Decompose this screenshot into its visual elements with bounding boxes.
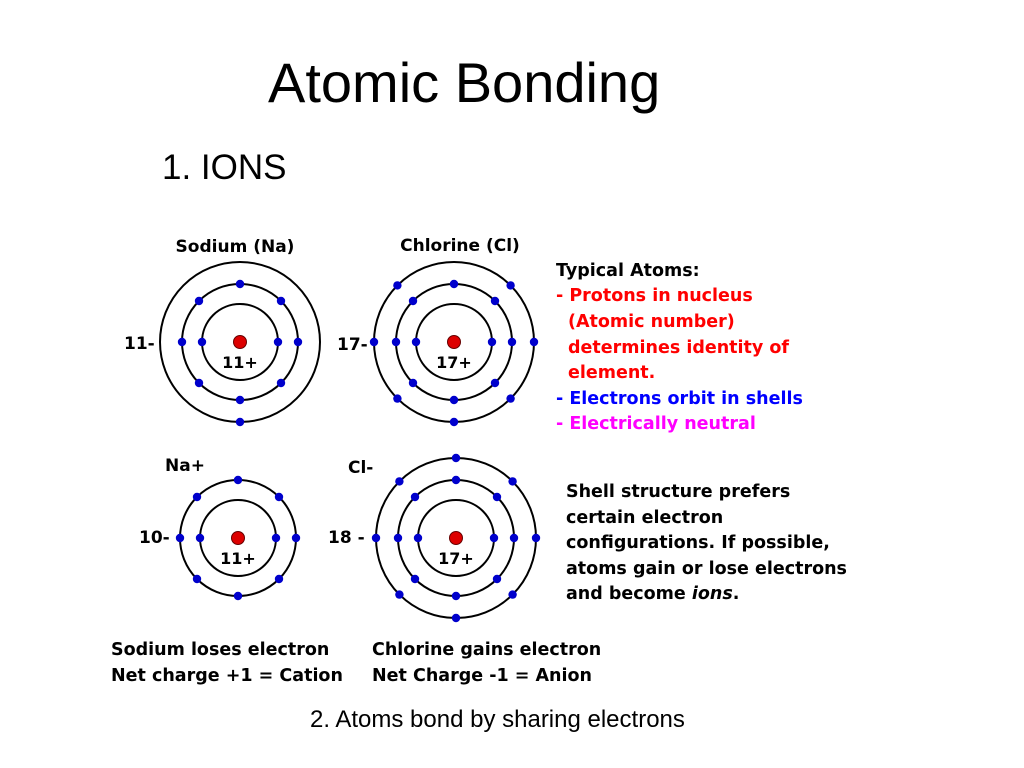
atom-name-na: Sodium (Na) xyxy=(176,237,295,257)
electron xyxy=(291,533,301,543)
electron xyxy=(408,296,418,306)
electron xyxy=(274,574,284,584)
typical-protons-line-3: determines identity of xyxy=(568,338,789,358)
nucleus xyxy=(447,335,461,349)
electron-count-cl-ion: 18 - xyxy=(328,528,365,548)
typical-atoms-heading: Typical Atoms: xyxy=(556,261,700,281)
electron xyxy=(506,394,515,403)
electron xyxy=(509,533,519,543)
electron xyxy=(507,337,517,347)
shell-note-line-2: certain electron xyxy=(566,508,723,528)
electron xyxy=(489,533,499,543)
shell-note-line-3: configurations. If possible, xyxy=(566,533,830,553)
electron xyxy=(233,591,243,601)
electron xyxy=(235,279,245,289)
typical-electrons-line: - Electrons orbit in shells xyxy=(556,389,803,409)
typical-protons-line-2: (Atomic number) xyxy=(568,312,735,332)
electron xyxy=(194,378,204,388)
electron-count-cl: 17- xyxy=(337,335,368,355)
electron-count-na-ion: 10- xyxy=(139,528,170,548)
caption-sodium-line-1: Sodium loses electron xyxy=(111,640,329,660)
typical-protons-line-1: - Protons in nucleus xyxy=(556,286,753,306)
electron xyxy=(371,533,381,543)
shell-note-line-5: and become ions. xyxy=(566,584,739,604)
atom-name-cl-ion: Cl- xyxy=(348,458,373,478)
shell-note-prefix: and become xyxy=(566,584,692,604)
typical-neutral-line: - Electrically neutral xyxy=(556,414,756,434)
electron xyxy=(274,492,284,502)
electron xyxy=(194,296,204,306)
electron xyxy=(508,477,517,486)
electron xyxy=(197,337,207,347)
electron xyxy=(506,281,515,290)
electron xyxy=(175,533,185,543)
shell-note-line-1: Shell structure prefers xyxy=(566,482,790,502)
electron xyxy=(408,378,418,388)
electron xyxy=(490,378,500,388)
electron xyxy=(508,590,517,599)
electron xyxy=(410,492,420,502)
electron xyxy=(492,574,502,584)
caption-chlorine-line-2: Net Charge -1 = Anion xyxy=(372,666,592,686)
shell-note-suffix: . xyxy=(733,584,740,604)
electron xyxy=(271,533,281,543)
atom-sodium: 11+ xyxy=(159,261,321,427)
electron xyxy=(410,574,420,584)
electron xyxy=(449,279,459,289)
nucleus xyxy=(231,531,245,545)
nucleus-charge-label: 17+ xyxy=(436,353,472,372)
atom-chloride-ion: 17+ xyxy=(371,453,541,623)
nucleus xyxy=(449,531,463,545)
electron xyxy=(395,590,404,599)
electron xyxy=(395,477,404,486)
electron xyxy=(413,533,423,543)
electron xyxy=(192,574,202,584)
electron xyxy=(451,591,461,601)
electron xyxy=(276,296,286,306)
electron xyxy=(451,613,461,623)
electron xyxy=(529,337,539,347)
electron xyxy=(451,475,461,485)
nucleus-charge-label: 11+ xyxy=(220,549,256,568)
electron xyxy=(411,337,421,347)
caption-chlorine-line-1: Chlorine gains electron xyxy=(372,640,601,660)
atom-chlorine: 17+ xyxy=(369,261,539,427)
electron xyxy=(293,337,303,347)
atom-name-cl: Chlorine (Cl) xyxy=(400,236,520,256)
electron xyxy=(235,395,245,405)
shell-note-line-4: atoms gain or lose electrons xyxy=(566,559,847,579)
electron xyxy=(369,337,379,347)
electron xyxy=(235,417,245,427)
electron xyxy=(487,337,497,347)
electron xyxy=(177,337,187,347)
shell-note-ions: ions xyxy=(692,584,733,604)
nucleus-charge-label: 11+ xyxy=(222,353,258,372)
nucleus-charge-label: 17+ xyxy=(438,549,474,568)
slide-title: Atomic Bonding xyxy=(268,51,661,114)
electron xyxy=(273,337,283,347)
electron xyxy=(490,296,500,306)
electron xyxy=(492,492,502,502)
electron xyxy=(195,533,205,543)
atom-sodium-ion: 11+ xyxy=(175,475,301,601)
section-sharing-heading: 2. Atoms bond by sharing electrons xyxy=(310,706,685,733)
electron xyxy=(449,417,459,427)
caption-sodium-line-2: Net charge +1 = Cation xyxy=(111,666,343,686)
section-ions-heading: 1. IONS xyxy=(162,148,287,187)
electron xyxy=(276,378,286,388)
electron xyxy=(451,453,461,463)
electron xyxy=(391,337,401,347)
electron xyxy=(393,533,403,543)
electron xyxy=(233,475,243,485)
electron xyxy=(393,281,402,290)
electron xyxy=(393,394,402,403)
electron xyxy=(449,395,459,405)
nucleus xyxy=(233,335,247,349)
atom-name-na-ion: Na+ xyxy=(165,456,205,476)
typical-protons-line-4: element. xyxy=(568,363,655,383)
electron xyxy=(531,533,541,543)
electron-count-na: 11- xyxy=(124,334,155,354)
electron xyxy=(192,492,202,502)
